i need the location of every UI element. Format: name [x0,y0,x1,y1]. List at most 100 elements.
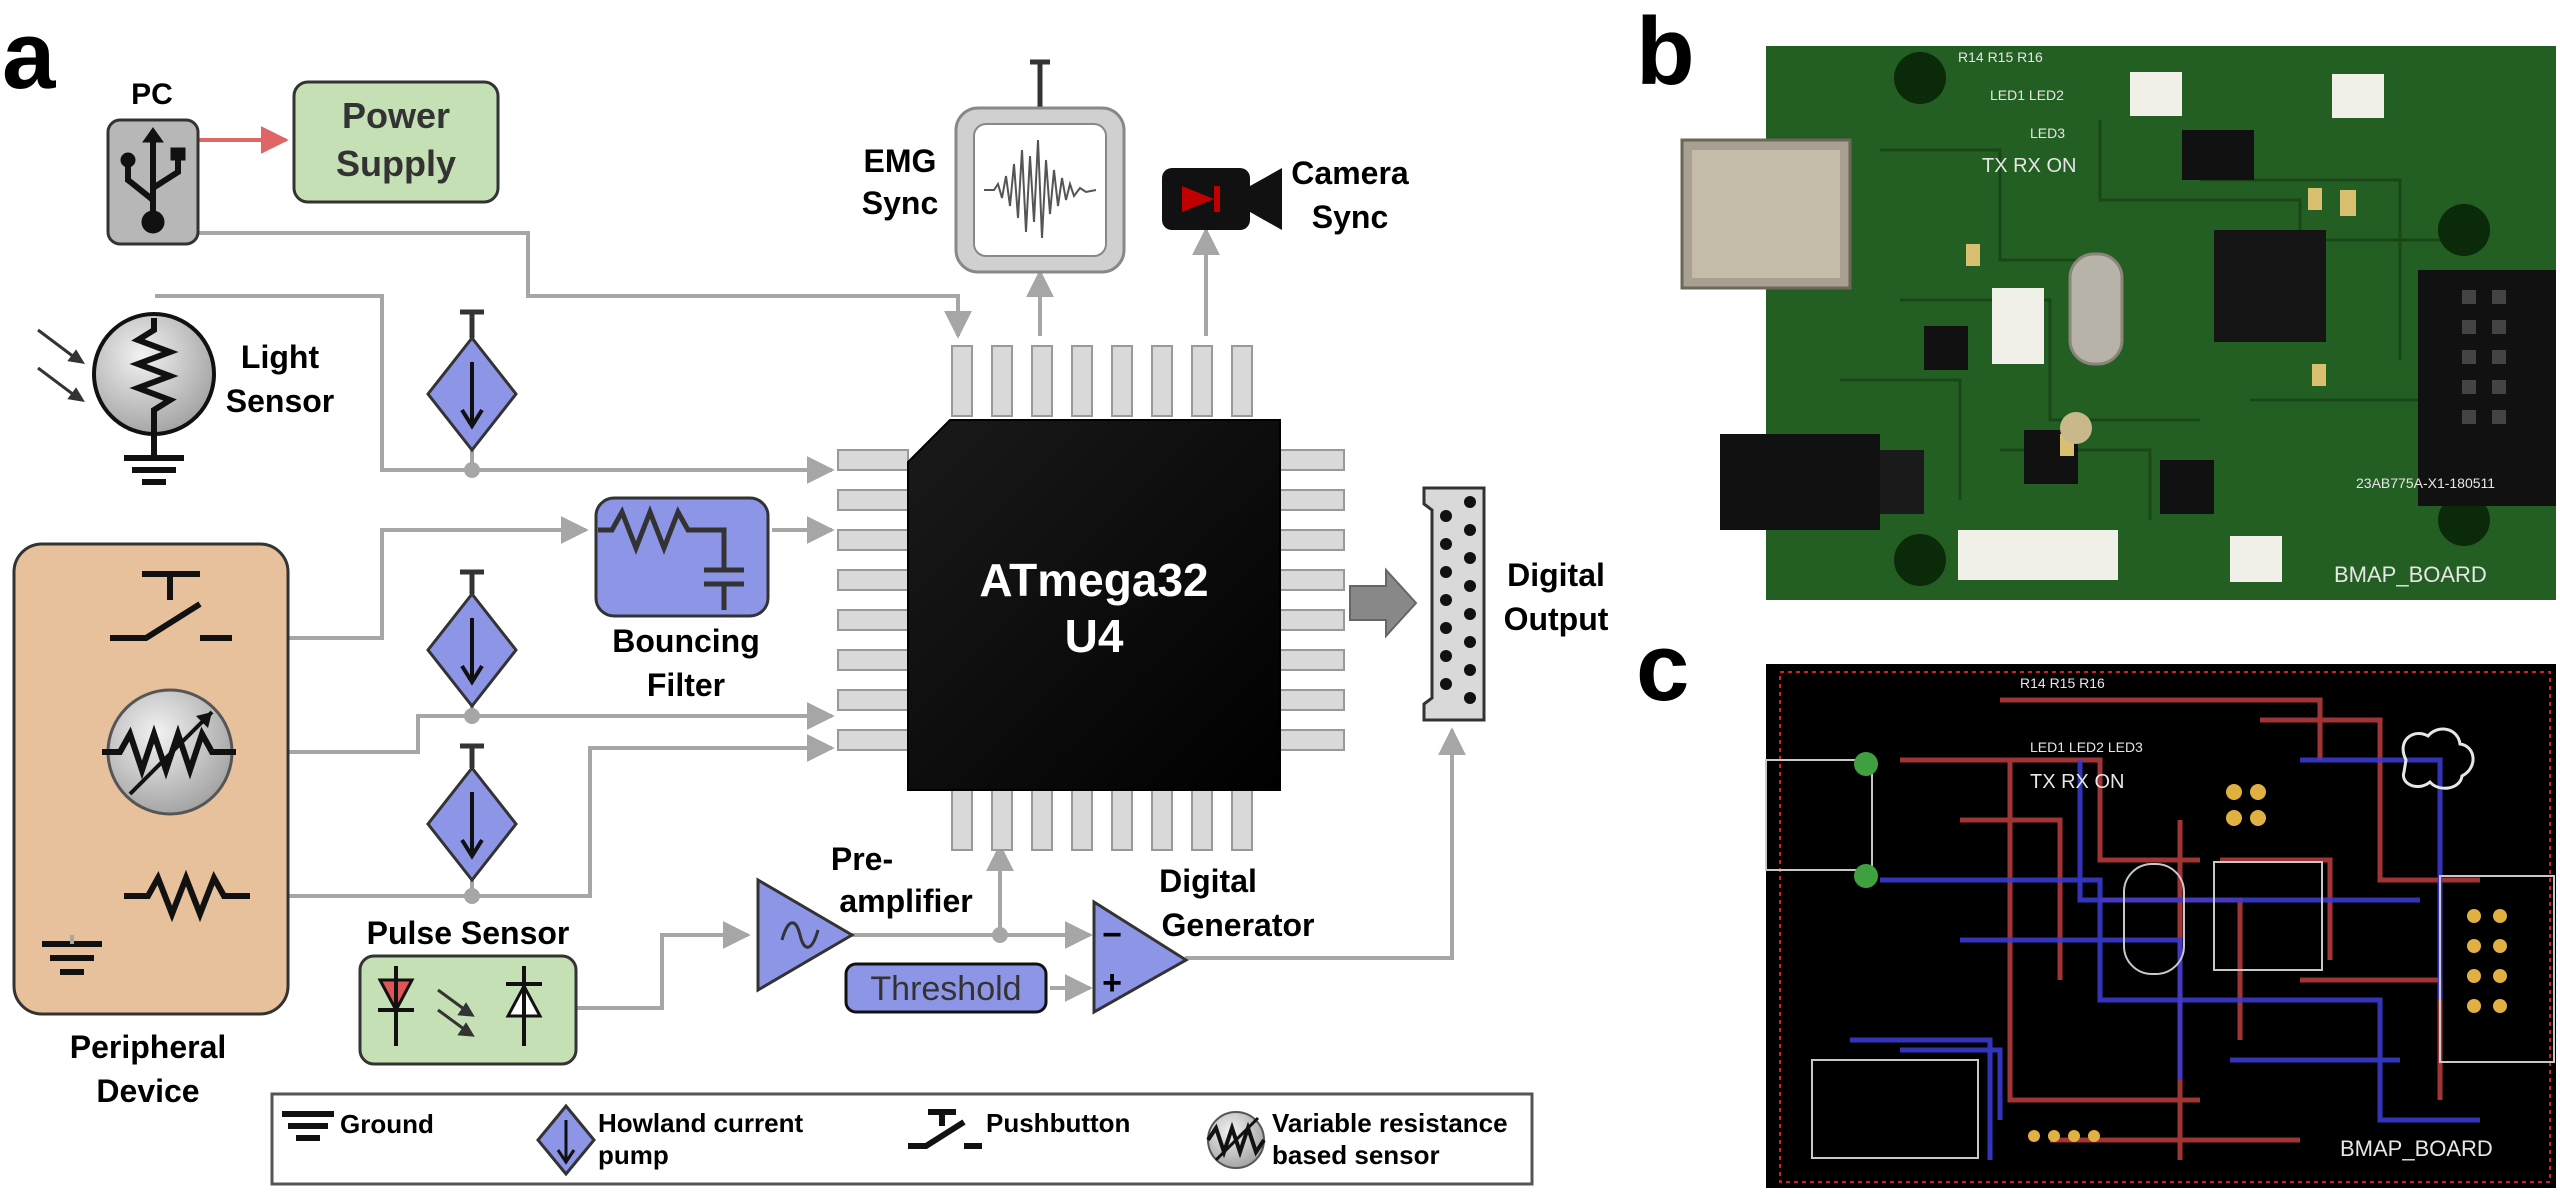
svg-text:LED3: LED3 [2030,125,2065,141]
camera-sync-label1: Camera [1291,155,1409,191]
howland-pump-icon [536,1103,596,1177]
emg-sync-label1: EMG [864,143,937,179]
led-icon [377,966,415,1046]
svg-text:LED1 LED2 LED3: LED1 LED2 LED3 [2030,739,2143,755]
legend-variable-2: based sensor [1272,1140,1440,1170]
photodiode-icon [505,966,543,1046]
mcu-photo [2214,230,2326,342]
comparator-plus: + [1102,964,1122,1002]
pushbutton-icon [908,1109,982,1149]
board-photo-silkscreen-label: R6 [2120,601,2134,613]
board-photo-silkscreen-label: C3 [2222,601,2236,613]
panel-label-a: a [2,2,56,109]
emg-sync: EMG Sync [862,59,1126,274]
board-photo-status-leds: TX RX ON [1982,155,2076,177]
legend-howland-2: pump [598,1140,669,1170]
chip-pins [837,345,1345,851]
board-photo-silkscreen-label: C1 [2188,601,2202,613]
board-photo-silkscreen-label: R21 [2392,601,2412,613]
board-photo-silkscreen-label: R23 [2018,601,2038,613]
board-photo-name: BMAP_BOARD [2334,562,2487,587]
bouncing-filter: Bouncing Filter [594,496,770,703]
board-photo-silkscreen-label: R24 [2052,601,2072,613]
svg-text:LED1 LED2: LED1 LED2 [1990,87,2064,103]
board-photo-silkscreen-label: R26 [1916,601,1936,613]
board-photo-silkscreen-label: R18 [2290,601,2310,613]
pc-usb-block: PC [106,78,200,246]
svg-text:R14 R15 R16: R14 R15 R16 [2020,675,2105,691]
resistor-icon [124,869,250,923]
board-photo: R14 R15 R16 LED1 LED2 LED3 23AB775A-X1-1… [1680,46,2556,600]
digital-generator-label1: Digital [1159,863,1257,899]
preamplifier: Pre- amplifier [756,841,973,993]
digital-output-label1: Digital [1507,557,1605,593]
junction-dots [464,462,1008,943]
pulse-sensor-label: Pulse Sensor [367,915,570,951]
peripheral-label2: Device [96,1073,199,1109]
light-sensor-label1: Light [241,339,320,375]
emg-wave-icon [984,139,1097,239]
camera-icon [1162,168,1282,230]
howland-pump-1 [426,309,518,453]
bouncing-filter-label2: Filter [647,667,725,703]
power-supply-line2: Supply [336,143,456,184]
camera-sync: Camera Sync [1162,155,1409,235]
camera-sync-label2: Sync [1312,199,1388,235]
legend-howland-1: Howland current [598,1108,803,1138]
board-photo-silkscreen-label: IC3 [1814,601,1831,613]
pcb-status-leds: TX RX ON [2030,771,2124,793]
resistor-icon [129,318,179,432]
bouncing-filter-label1: Bouncing [612,623,760,659]
panel-label-c: c [1636,614,1689,721]
board-photo-silkscreen-label: R17 [2256,601,2276,613]
board-photo-silkscreen-label: R20 [2358,601,2378,613]
legend-ground: Ground [340,1109,434,1139]
howland-pump-2 [426,569,518,709]
variable-sensor-icon [1206,1111,1266,1169]
preamp-label1: Pre- [831,841,893,877]
light-sensor-label2: Sensor [226,383,334,419]
variable-sensor-icon [102,688,236,816]
panel-label-b: b [1636,0,1695,105]
db-pins-icon [1440,496,1476,704]
emg-sync-label2: Sync [862,185,938,221]
board-photo-silkscreen-label: C8 [1848,601,1862,613]
mcu-label1: ATmega32 [979,554,1208,606]
light-sensor: Light Sensor [37,312,334,485]
board-photo-silkscreen-label: BMAP_BOARD [2494,601,2560,613]
ground-icon [124,434,184,485]
digital-generator: − + Digital Generator [1092,863,1315,1015]
digital-output-label2: Output [1504,601,1609,637]
legend-pushbutton: Pushbutton [986,1108,1130,1138]
pcb-board-name: BMAP_BOARD [2340,1136,2493,1161]
power-supply-line1: Power [342,95,450,136]
threshold-box: Threshold [844,962,1048,1014]
pc-label: PC [131,78,173,111]
mcu-label2: U4 [1065,610,1124,662]
digital-generator-label2: Generator [1162,907,1315,943]
svg-text:23AB775A-X1-180511: 23AB775A-X1-180511 [2356,475,2495,491]
legend-variable-1: Variable resistance [1272,1108,1508,1138]
brain-icon [2401,727,2475,790]
preamp-label2: amplifier [839,883,972,919]
pcb-layout: R14 R15 R16 LED1 LED2 LED3 TX RX ON BMAP… [1765,664,2556,1188]
board-photo-silkscreen-label: R5 [2086,601,2100,613]
pcb-silkscreen-label: R22 [1790,693,1810,705]
audio-jack-photo [1720,434,1880,530]
peripheral-device [12,542,290,1016]
digital-output: Digital Output [1349,486,1609,722]
light-arrows-icon [437,988,475,1037]
pulse-sensor: Pulse Sensor [358,915,578,1066]
mcu-chip: ATmega32 U4 [907,419,1281,791]
pushbutton-icon [110,571,232,641]
ground-icon [282,1111,334,1141]
threshold-label: Threshold [870,970,1021,1008]
board-photo-silkscreen-label: R22 [2426,601,2446,613]
board-photo-silkscreen-label: R19 [2324,601,2344,613]
power-supply-box: Power Supply [292,80,500,204]
comparator-minus: − [1102,916,1122,954]
